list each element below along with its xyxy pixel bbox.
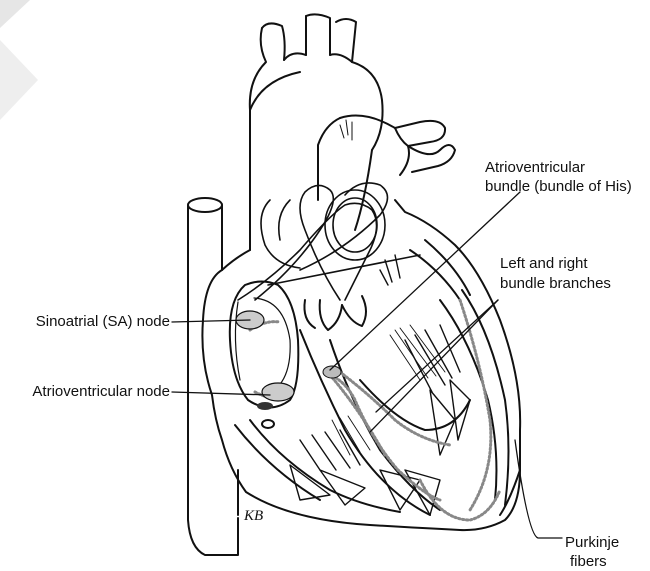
label-sa-node: Sinoatrial (SA) node bbox=[36, 312, 170, 331]
aortic-arch bbox=[250, 14, 383, 250]
heart-valves bbox=[304, 296, 366, 330]
label-av-node: Atrioventricular node bbox=[32, 382, 170, 401]
label-av-bundle-line1: Atrioventricular bbox=[485, 158, 585, 177]
heart-outline bbox=[202, 200, 520, 530]
label-av-bundle-line2: bundle (bundle of His) bbox=[485, 177, 632, 196]
pulmonary-trunk bbox=[318, 116, 455, 200]
nodes bbox=[236, 311, 341, 428]
label-purkinje-line2: fibers bbox=[570, 552, 607, 571]
leader-lines bbox=[172, 192, 562, 538]
label-bundle-branches-line2: bundle branches bbox=[500, 274, 611, 293]
label-purkinje-line1: Purkinje bbox=[565, 533, 619, 552]
vena-cava bbox=[188, 198, 238, 555]
label-bundle-branches-line1: Left and right bbox=[500, 254, 588, 273]
artist-mark: KB bbox=[243, 508, 263, 524]
